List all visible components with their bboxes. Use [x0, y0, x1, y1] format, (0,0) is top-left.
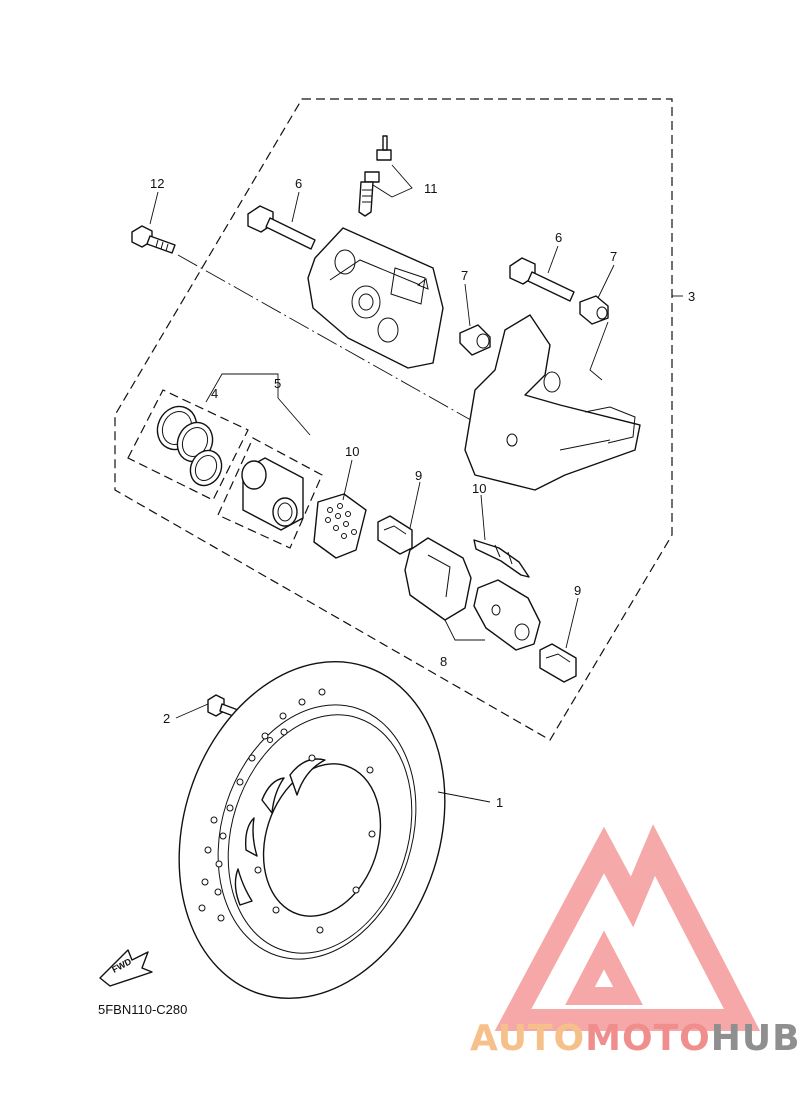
disc-holes	[198, 688, 376, 934]
leader-7-right	[589, 321, 609, 381]
brake-disc-1	[178, 661, 446, 999]
seals-5	[156, 405, 223, 487]
diagram-code: 5FBN110-C280	[98, 1002, 188, 1017]
callout-1: 1	[496, 795, 503, 810]
leader-11	[372, 164, 413, 198]
callout-9-left: 9	[415, 468, 422, 483]
leader-13	[177, 254, 486, 429]
callouts: 12 6 11 6 7 7 3 4 5 10 9 10 9 8 2 1	[150, 176, 695, 810]
pad-clip-9-right	[539, 643, 577, 683]
callout-4: 5	[274, 376, 281, 391]
brake-pads-8	[404, 537, 541, 651]
callout-5: 4	[211, 386, 218, 401]
callout-6-left: 6	[295, 176, 302, 191]
boot-7-right	[579, 295, 609, 325]
watermark-part-auto: AUTO	[470, 1018, 586, 1059]
callout-3: 3	[688, 289, 695, 304]
callout-9-right: 9	[574, 583, 581, 598]
watermark-text: AUTOMOTOHUB	[470, 1018, 800, 1059]
pin-bolt-6-left	[247, 205, 316, 250]
leader-8	[444, 619, 485, 641]
watermark-logo-icon	[494, 824, 761, 1031]
callout-2: 2	[163, 711, 170, 726]
caliper-assembly-boundary	[114, 98, 673, 741]
leader-lines	[149, 191, 683, 803]
caliper-body	[307, 227, 444, 369]
callout-6-right: 6	[555, 230, 562, 245]
bleed-screw-11	[358, 135, 392, 217]
fwd-arrow-icon: FWD	[99, 949, 153, 987]
watermark-part-hub: HUB	[710, 1018, 800, 1059]
shim-12	[313, 493, 367, 559]
pin-bolt-6-right	[509, 257, 575, 302]
callout-7-right: 7	[610, 249, 617, 264]
bolt-13	[131, 225, 176, 254]
seal-kit-boundary	[127, 389, 249, 501]
callout-7-left: 7	[461, 268, 468, 283]
callout-10: 10	[472, 481, 486, 496]
watermark-part-moto: MOTO	[585, 1018, 711, 1059]
callout-8: 8	[440, 654, 447, 669]
callout-13: 12	[150, 176, 164, 191]
callout-11: 11	[424, 181, 438, 196]
piston-kit-boundary	[217, 437, 323, 549]
pad-clip-9-left	[377, 515, 413, 555]
boot-7-left	[459, 324, 491, 356]
pad-spring-10	[473, 539, 530, 578]
piston-4	[241, 457, 304, 531]
caliper-bracket	[464, 314, 641, 491]
callout-12: 10	[345, 444, 359, 459]
